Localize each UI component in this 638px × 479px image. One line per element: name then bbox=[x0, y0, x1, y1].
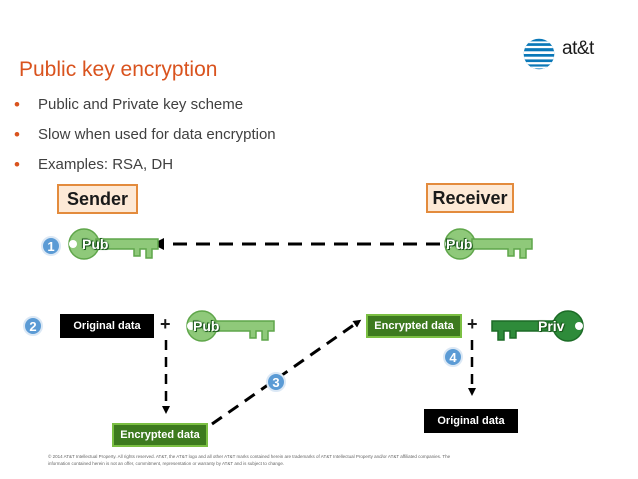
step-badge-2: 2 bbox=[23, 316, 43, 336]
bullet-item: • Slow when used for data encryption bbox=[14, 124, 276, 154]
step-badge-1: 1 bbox=[41, 236, 61, 256]
arrow-step3 bbox=[211, 319, 362, 426]
key-label-pub: Pub bbox=[82, 236, 109, 252]
sender-label: Sender bbox=[57, 184, 138, 214]
public-key-icon bbox=[186, 310, 275, 342]
bullet-marker: • bbox=[14, 95, 20, 114]
key-label-pub: Pub bbox=[193, 318, 220, 334]
original-data-sender-box: Original data bbox=[60, 314, 154, 338]
public-key-icon bbox=[68, 228, 159, 260]
plus-sign: + bbox=[467, 314, 478, 334]
slide-title: Public key encryption bbox=[19, 58, 218, 81]
bullet-marker: • bbox=[14, 125, 20, 144]
key-label-priv: Priv bbox=[538, 318, 565, 334]
bullet-list: • Public and Private key scheme • Slow whe… bbox=[14, 94, 276, 184]
bullet-text: Examples: RSA, DH bbox=[38, 156, 174, 173]
plus-sign: + bbox=[160, 314, 171, 334]
receiver-label: Receiver bbox=[426, 183, 514, 213]
bullet-text: Slow when used for data encryption bbox=[38, 126, 276, 143]
att-wordmark: at&t bbox=[562, 38, 594, 59]
step-badge-4: 4 bbox=[443, 347, 463, 367]
legal-footer: © 2014 AT&T Intellectual Property. All r… bbox=[48, 454, 451, 466]
public-key-icon bbox=[444, 228, 533, 260]
att-globe-icon bbox=[523, 38, 555, 70]
key-label-pub: Pub bbox=[446, 236, 473, 252]
encrypted-data-receiver-box: Encrypted data bbox=[366, 314, 462, 338]
bullet-marker: • bbox=[14, 155, 20, 174]
original-data-receiver-box: Original data bbox=[424, 409, 518, 433]
step-badge-3: 3 bbox=[266, 372, 286, 392]
bullet-item: • Public and Private key scheme bbox=[14, 94, 276, 124]
encrypted-data-sender-box: Encrypted data bbox=[112, 423, 208, 447]
private-key-icon bbox=[491, 310, 584, 342]
bullet-item: • Examples: RSA, DH bbox=[14, 154, 276, 184]
bullet-text: Public and Private key scheme bbox=[38, 96, 244, 113]
